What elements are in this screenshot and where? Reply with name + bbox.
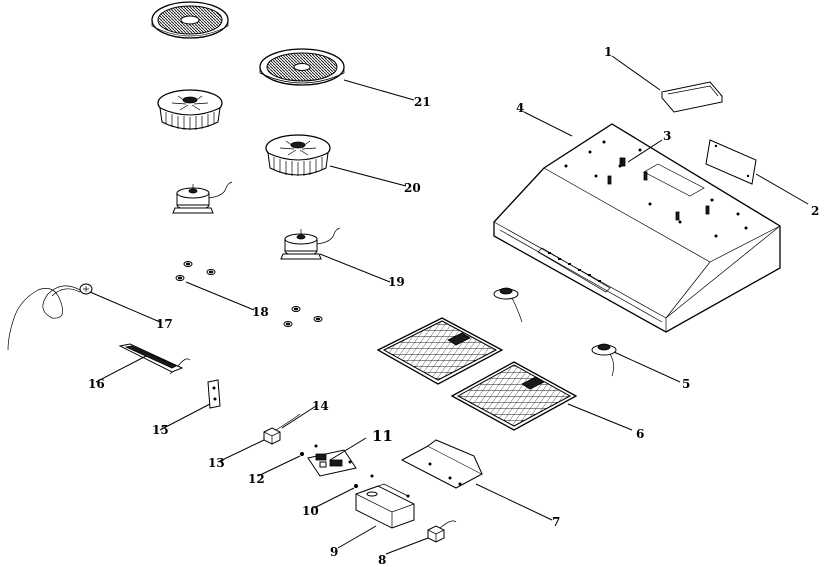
part-13-switch bbox=[263, 413, 301, 445]
part-number-labels: 1 2 3 4 5 6 7 8 9 10 11 12 13 14 15 16 1… bbox=[88, 45, 819, 567]
grille-cover-top bbox=[151, 1, 229, 39]
part-2-cover-plate bbox=[705, 139, 757, 185]
label-part-21: 21 bbox=[414, 95, 431, 109]
label-part-13: 13 bbox=[208, 456, 225, 470]
grease-filter-left bbox=[376, 317, 504, 385]
label-part-2: 2 bbox=[811, 204, 819, 218]
label-part-18: 18 bbox=[252, 305, 269, 319]
label-part-20: 20 bbox=[404, 181, 421, 195]
label-part-6: 6 bbox=[636, 427, 644, 441]
part-18-grommets bbox=[175, 261, 323, 327]
label-part-9: 9 bbox=[330, 545, 338, 559]
part-5-damper bbox=[591, 343, 617, 377]
label-part-12: 12 bbox=[248, 472, 265, 486]
label-part-4: 4 bbox=[516, 101, 524, 115]
label-part-15: 15 bbox=[152, 423, 169, 437]
part-17-power-cord bbox=[7, 283, 93, 351]
label-part-10: 10 bbox=[302, 504, 319, 518]
leader-lines bbox=[89, 55, 809, 555]
part-16-light-bar bbox=[118, 343, 191, 375]
label-part-7: 7 bbox=[552, 515, 560, 529]
motor-left bbox=[172, 181, 233, 214]
label-part-19: 19 bbox=[388, 275, 405, 289]
label-part-3: 3 bbox=[663, 129, 671, 143]
part-9-junction-box bbox=[355, 483, 415, 529]
label-part-11: 11 bbox=[372, 427, 393, 445]
label-part-5: 5 bbox=[682, 377, 690, 391]
part-15-bracket bbox=[207, 379, 221, 409]
part-20-blower-wheel bbox=[265, 134, 331, 176]
label-part-16: 16 bbox=[88, 377, 105, 391]
label-part-14: 14 bbox=[312, 399, 329, 413]
part-8-switch bbox=[427, 520, 457, 543]
blower-wheel-left bbox=[157, 89, 223, 130]
part-6-grease-filter bbox=[450, 361, 578, 431]
part-11-control-board bbox=[307, 444, 357, 477]
label-part-8: 8 bbox=[378, 553, 386, 567]
part-19-motor bbox=[280, 227, 341, 260]
damper-left bbox=[493, 287, 523, 323]
part-21-grille-cover bbox=[259, 48, 345, 86]
part-1-duct-connector bbox=[661, 81, 723, 113]
part-12-screw bbox=[300, 452, 304, 456]
part-7-mounting-bracket bbox=[400, 439, 484, 489]
label-part-1: 1 bbox=[604, 45, 612, 59]
part-3-fastener bbox=[621, 157, 626, 167]
label-part-17: 17 bbox=[156, 317, 173, 331]
part-4-hood-body bbox=[493, 123, 781, 333]
